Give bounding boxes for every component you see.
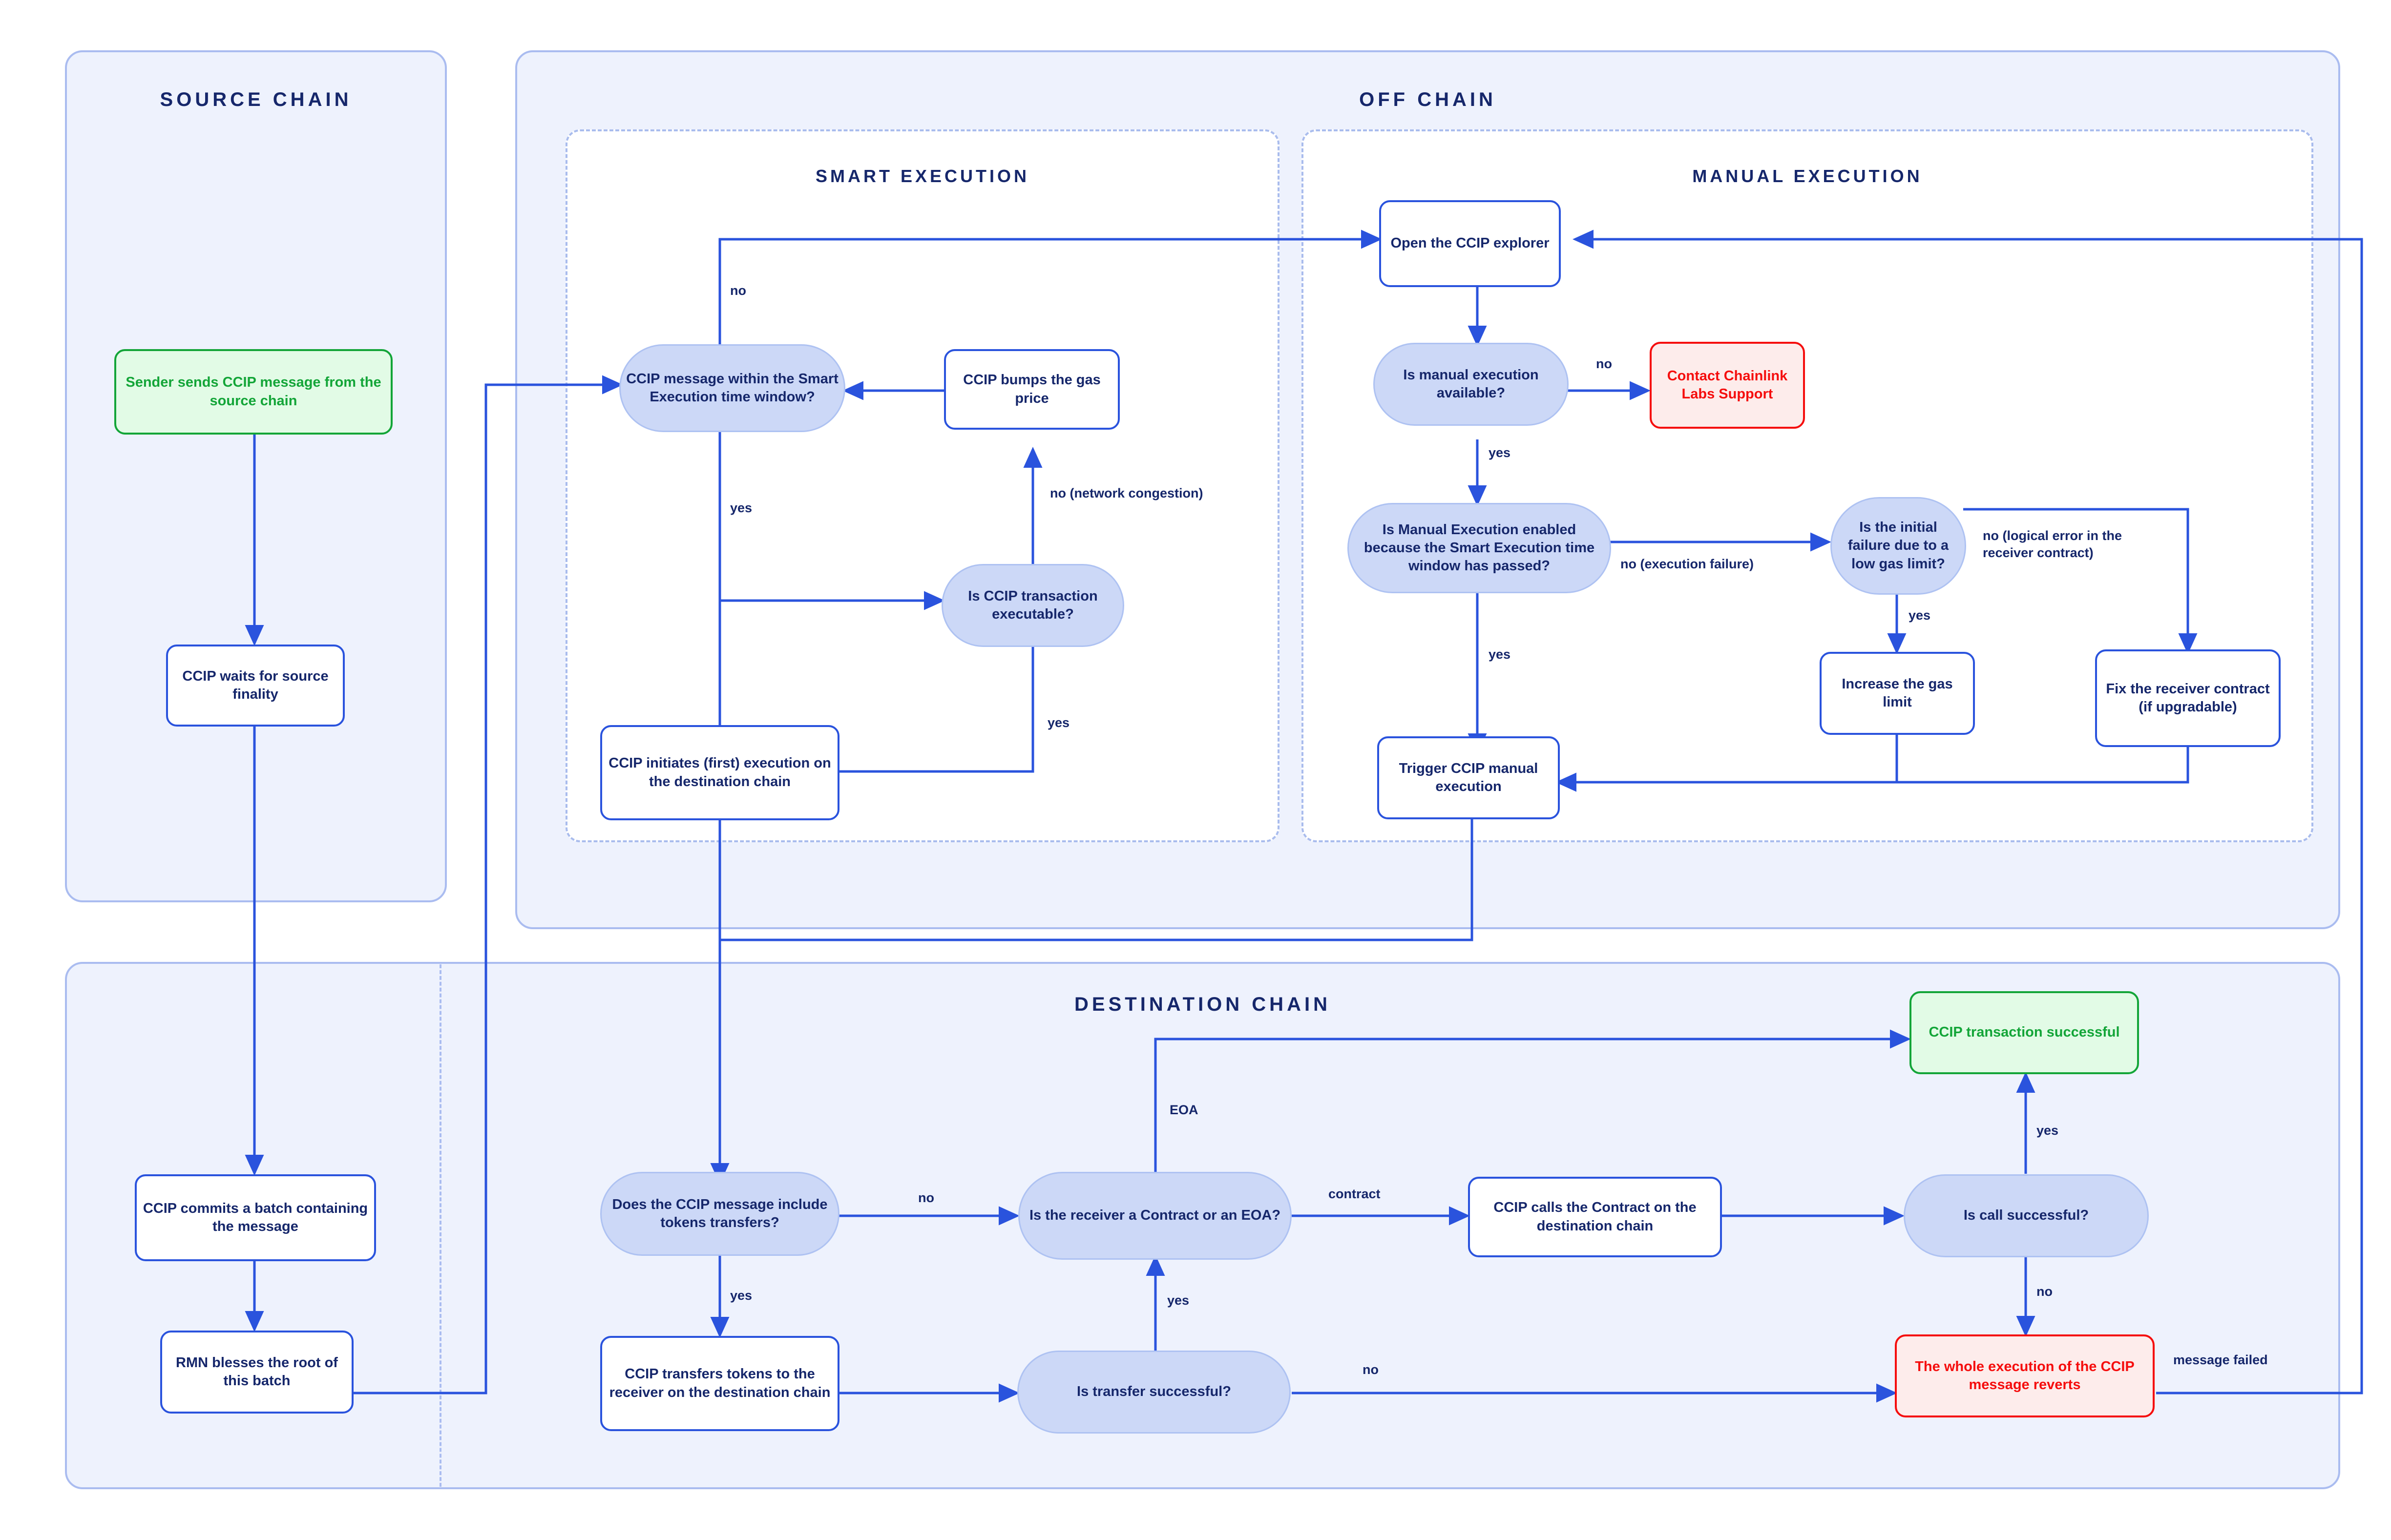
node-trigger-manual[interactable]: Trigger CCIP manual execution <box>1377 736 1560 819</box>
panel-smart-execution-title: SMART EXECUTION <box>815 166 1029 186</box>
node-tx-successful[interactable]: CCIP transaction successful <box>1909 991 2139 1074</box>
panel-off-chain-title: OFF CHAIN <box>1359 89 1496 110</box>
node-call-success[interactable]: Is call successful? <box>1904 1174 2149 1257</box>
node-manual-enabled[interactable]: Is Manual Execution enabled because the … <box>1347 503 1611 593</box>
edge-label-no-transfer: no <box>1363 1362 1379 1377</box>
node-fix-receiver[interactable]: Fix the receiver contract (if upgradable… <box>2095 649 2281 747</box>
panel-source-chain <box>65 50 447 902</box>
node-increase-gas[interactable]: Increase the gas limit <box>1820 652 1975 735</box>
panel-manual-execution-title: MANUAL EXECUTION <box>1692 166 1923 186</box>
node-rmn-blesses[interactable]: RMN blesses the root of this batch <box>160 1331 354 1414</box>
node-commits-batch[interactable]: CCIP commits a batch containing the mess… <box>135 1174 376 1261</box>
node-contact-support[interactable]: Contact Chainlink Labs Support <box>1650 342 1805 429</box>
destination-chain-divider <box>440 964 441 1487</box>
node-tx-executable[interactable]: Is CCIP transaction executable? <box>942 564 1124 647</box>
node-within-window[interactable]: CCIP message within the Smart Execution … <box>619 344 845 432</box>
edge-label-no-manual-available: no <box>1596 356 1612 371</box>
edge-label-yes-low-gas: yes <box>1909 608 1931 623</box>
edge-label-contract: contract <box>1328 1186 1381 1201</box>
edge-label-yes-manual-available: yes <box>1489 445 1511 460</box>
edge-label-yes-transfer: yes <box>1167 1293 1190 1308</box>
edge-label-no-execution-failure: no (execution failure) <box>1620 557 1754 571</box>
edge-label-yes-call: yes <box>2036 1123 2059 1138</box>
node-sender-sends[interactable]: Sender sends CCIP message from the sourc… <box>114 349 393 435</box>
edge-label-eoa: EOA <box>1170 1103 1198 1117</box>
node-initial-failure[interactable]: Is the initial failure due to a low gas … <box>1830 497 1966 595</box>
edge-label-no-window: no <box>730 283 746 298</box>
panel-source-chain-title: SOURCE CHAIN <box>160 89 352 110</box>
node-include-tokens[interactable]: Does the CCIP message include tokens tra… <box>600 1172 839 1256</box>
edge-label-no-call: no <box>2036 1284 2053 1299</box>
panel-destination-chain-title: DESTINATION CHAIN <box>1074 994 1331 1015</box>
node-reverts[interactable]: The whole execution of the CCIP message … <box>1895 1334 2155 1417</box>
node-manual-available[interactable]: Is manual execution available? <box>1373 343 1569 426</box>
edge-label-yes-executable: yes <box>1048 715 1070 730</box>
edge-label-yes-tokens: yes <box>730 1288 753 1303</box>
node-receiver-type[interactable]: Is the receiver a Contract or an EOA? <box>1018 1172 1292 1260</box>
edge-label-no-logical-error: no (logical error in the receiver contra… <box>1983 528 2122 561</box>
edge-label-no-congestion: no (network congestion) <box>1050 486 1203 500</box>
node-transfers-tokens[interactable]: CCIP transfers tokens to the receiver on… <box>600 1336 839 1431</box>
edge-label-no-tokens: no <box>918 1190 934 1205</box>
edge-label-yes-window: yes <box>730 500 753 515</box>
edge-label-yes-time-passed: yes <box>1489 647 1511 662</box>
node-transfer-success[interactable]: Is transfer successful? <box>1017 1351 1291 1434</box>
node-bumps-gas[interactable]: CCIP bumps the gas price <box>944 349 1120 430</box>
node-calls-contract[interactable]: CCIP calls the Contract on the destinati… <box>1468 1177 1722 1257</box>
node-waits-finality[interactable]: CCIP waits for source finality <box>166 645 345 727</box>
node-open-explorer[interactable]: Open the CCIP explorer <box>1379 200 1561 287</box>
edge-label-message-failed: message failed <box>2173 1353 2268 1367</box>
node-initiates-exec[interactable]: CCIP initiates (first) execution on the … <box>600 725 839 820</box>
